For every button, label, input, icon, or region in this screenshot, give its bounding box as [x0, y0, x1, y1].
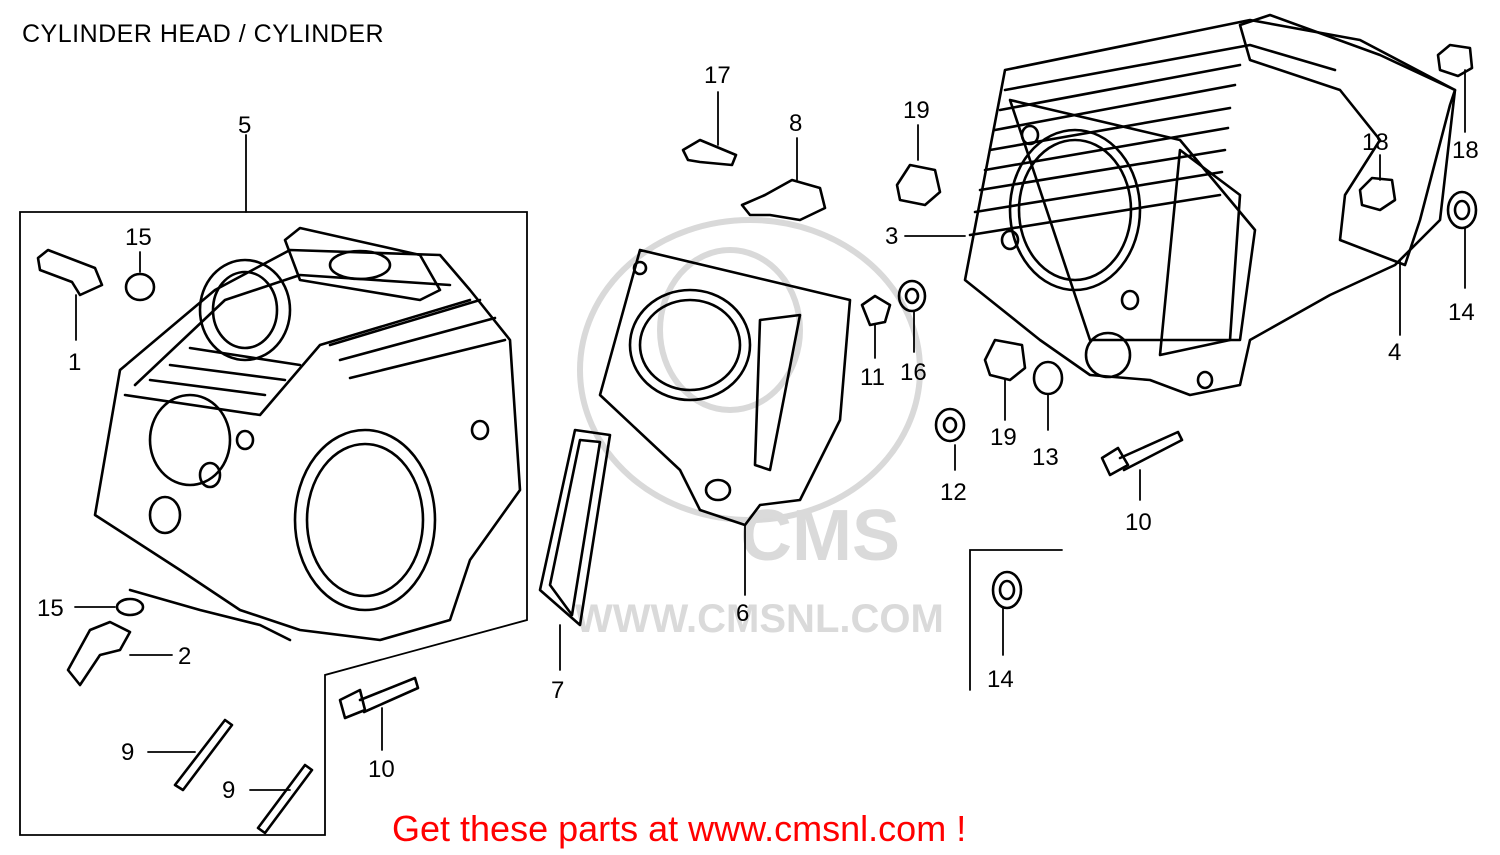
stud-fitting-2 — [66, 620, 173, 687]
callout-14b: 14 — [987, 666, 1014, 693]
callout-12: 12 — [940, 479, 967, 506]
callout-3: 3 — [885, 223, 898, 250]
callout-labels: 1 2 3 4 5 6 7 8 9 9 10 10 11 12 13 14 14… — [37, 62, 1479, 804]
callout-19a: 19 — [903, 97, 930, 124]
watermark-url: WWW.CMSNL.COM — [575, 597, 944, 641]
o-ring-15b — [74, 597, 145, 617]
callout-6: 6 — [736, 600, 749, 627]
o-ring-15a — [124, 251, 156, 302]
cylinder — [904, 18, 1457, 397]
dowel-pin-19a — [895, 124, 942, 207]
callout-13: 13 — [1032, 444, 1059, 471]
stud-bolt-9a — [147, 718, 234, 792]
dowel-pin-18b — [1358, 154, 1397, 212]
bolt-17 — [681, 91, 738, 167]
washer-11 — [860, 294, 892, 359]
stud-bolt-9b — [249, 763, 314, 835]
cylinder-head-group-frame — [19, 134, 528, 836]
callout-2: 2 — [178, 643, 191, 670]
callout-7: 7 — [551, 677, 564, 704]
callout-9a: 9 — [121, 739, 134, 766]
washer-12 — [934, 407, 966, 471]
oil-seal-14a — [1446, 190, 1478, 289]
cms-watermark: CMS WWW.CMSNL.COM — [575, 217, 944, 641]
callout-16: 16 — [900, 359, 927, 386]
dowel-pin-18a — [1436, 43, 1474, 133]
callout-15b: 15 — [37, 595, 64, 622]
buy-parts-link[interactable]: Get these parts at www.cmsnl.com ! — [392, 808, 967, 849]
seal-16 — [897, 279, 927, 353]
o-ring-13 — [1032, 360, 1064, 431]
cylinder-base-gasket — [1238, 13, 1457, 336]
bolt-10b — [1100, 430, 1184, 501]
callout-17: 17 — [704, 62, 731, 89]
gasket-7 — [538, 428, 612, 671]
callout-11: 11 — [860, 364, 885, 391]
dowel-pin-19b — [983, 338, 1027, 421]
callout-10a: 10 — [1125, 509, 1152, 536]
cylinder-head — [93, 226, 522, 642]
watermark-brand: CMS — [740, 496, 900, 576]
head-gasket — [598, 248, 852, 596]
callout-5: 5 — [238, 112, 251, 139]
diagram-title: CYLINDER HEAD / CYLINDER — [22, 20, 385, 48]
callout-14a: 14 — [1448, 299, 1475, 326]
callout-19b: 19 — [990, 424, 1017, 451]
callout-18b: 18 — [1362, 129, 1389, 156]
stud-fitting-1 — [36, 248, 104, 341]
callout-15a: 15 — [125, 224, 152, 251]
callout-4: 4 — [1388, 339, 1401, 366]
callout-10b: 10 — [368, 756, 395, 783]
callout-8: 8 — [789, 110, 802, 137]
callout-9b: 9 — [222, 777, 235, 804]
clamp-8 — [740, 137, 827, 222]
callout-1: 1 — [68, 349, 81, 376]
callout-18a: 18 — [1452, 137, 1479, 164]
bolt-10a — [338, 676, 420, 751]
oil-seal-14b — [969, 549, 1063, 691]
